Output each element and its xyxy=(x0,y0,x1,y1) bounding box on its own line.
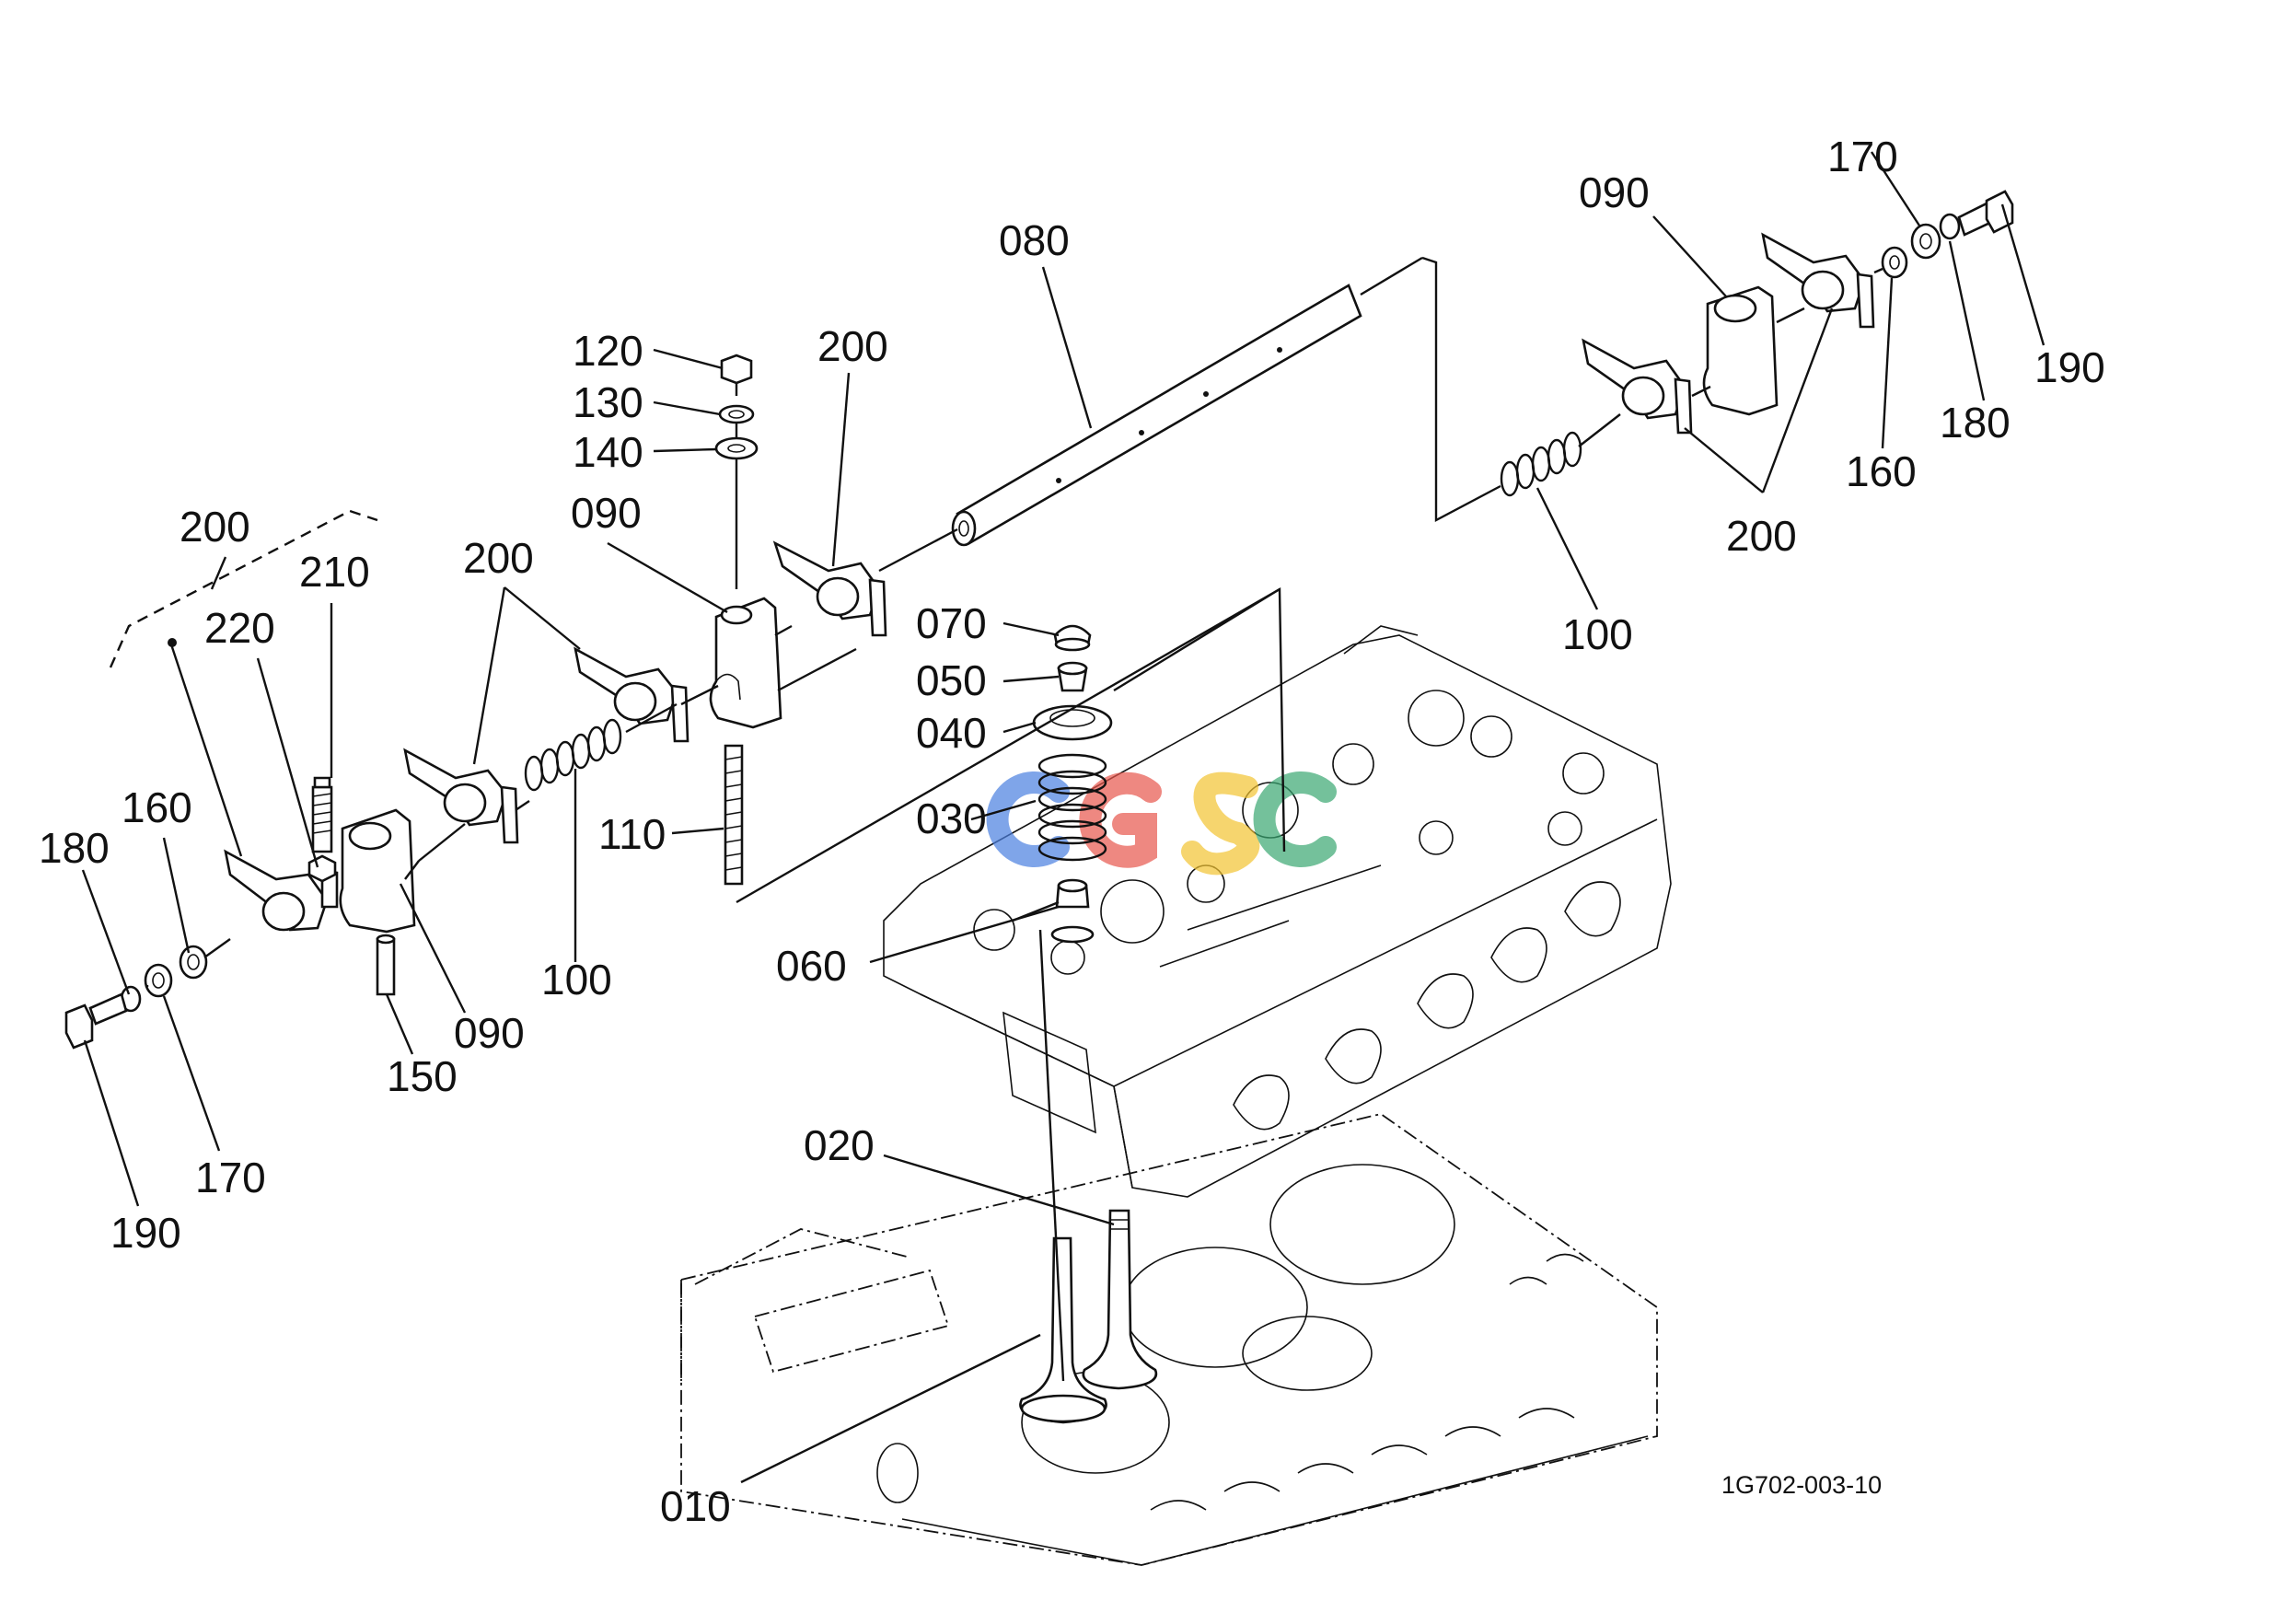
rocker-arm-200-top xyxy=(772,540,887,637)
watermark-letter-4 xyxy=(1253,771,1337,867)
part-labels: 010 020 030 040 050 060 070 080 090 090 … xyxy=(39,133,2105,1530)
rocker-arm-200-mid xyxy=(574,646,690,743)
label-050: 050 xyxy=(916,656,987,704)
label-180-left: 180 xyxy=(39,824,110,872)
spring-100-left xyxy=(524,718,622,792)
label-200-right-pair: 200 xyxy=(1726,512,1797,560)
label-170-right: 170 xyxy=(1827,133,1898,180)
rocker-bracket-left-090 xyxy=(339,808,416,934)
bolt-190-left xyxy=(64,992,128,1050)
pin-150 xyxy=(376,934,396,996)
label-160-left: 160 xyxy=(122,783,192,831)
label-120: 120 xyxy=(573,327,643,375)
watermark-letter-1 xyxy=(986,771,1070,867)
adjusting-screw-210 xyxy=(311,776,333,853)
valve-stem-seal-060 xyxy=(1050,878,1095,944)
watermark-letter-3 xyxy=(1181,771,1260,876)
label-210: 210 xyxy=(299,548,370,596)
leader-lines xyxy=(81,151,2045,1484)
label-090-left: 090 xyxy=(454,1009,525,1057)
assembly-lines xyxy=(109,256,1883,987)
valve-010 xyxy=(1019,1236,1107,1424)
label-100-right: 100 xyxy=(1562,610,1633,658)
washer-140 xyxy=(714,436,759,460)
label-040: 040 xyxy=(916,709,987,757)
label-070: 070 xyxy=(916,599,987,647)
label-190-left: 190 xyxy=(110,1209,181,1257)
washer-170-left xyxy=(144,963,173,998)
rocker-arm-200-right-a xyxy=(1582,338,1693,435)
label-220: 220 xyxy=(204,604,275,652)
rocker-shaft-080 xyxy=(951,284,1362,547)
spring-100-right xyxy=(1500,431,1582,497)
rocker-arm-200-right-b xyxy=(1761,232,1875,329)
drawing-code: 1G702-003-10 xyxy=(1721,1471,1882,1499)
washer-160-left xyxy=(179,945,208,980)
label-140: 140 xyxy=(573,428,643,476)
valve-020 xyxy=(1082,1209,1158,1390)
label-170-left: 170 xyxy=(195,1154,266,1201)
label-130: 130 xyxy=(573,378,643,426)
washer-130 xyxy=(718,404,755,424)
label-190-right: 190 xyxy=(2034,343,2105,391)
label-200-center: 200 xyxy=(817,322,888,370)
bolt-190-right xyxy=(1957,190,2014,237)
label-200-assembly: 200 xyxy=(180,503,250,551)
spring-retainer-040 xyxy=(1032,704,1113,741)
stud-110 xyxy=(724,744,744,886)
label-110: 110 xyxy=(598,810,666,858)
spring-washer-180-right xyxy=(1939,213,1961,240)
label-090-center: 090 xyxy=(571,489,642,537)
rocker-arm-200-low xyxy=(403,748,519,844)
nut-120 xyxy=(720,354,753,385)
valve-spring-030 xyxy=(1037,753,1107,862)
label-150: 150 xyxy=(387,1052,458,1100)
label-080: 080 xyxy=(999,216,1070,264)
label-100-left: 100 xyxy=(541,956,612,1003)
label-020: 020 xyxy=(804,1121,875,1169)
label-200-left-pair: 200 xyxy=(463,534,534,582)
lock-nut-220 xyxy=(307,854,337,883)
label-030: 030 xyxy=(916,795,987,842)
label-060: 060 xyxy=(776,942,847,990)
label-090-right: 090 xyxy=(1579,168,1650,216)
rocker-bracket-center-090 xyxy=(709,597,782,729)
label-180-right: 180 xyxy=(1940,399,2011,447)
washer-160-right xyxy=(1881,246,1908,279)
cylinder-block xyxy=(680,1113,1658,1566)
label-160-right: 160 xyxy=(1846,447,1917,495)
washer-170-right xyxy=(1910,223,1941,260)
collet-050 xyxy=(1057,661,1088,692)
rocker-arm-200-left-assembly xyxy=(224,849,339,932)
valve-cap-070 xyxy=(1053,624,1092,652)
label-010: 010 xyxy=(660,1482,731,1530)
watermark-letter-2 xyxy=(1079,771,1162,868)
rocker-bracket-right-090 xyxy=(1702,285,1779,416)
cylinder-head xyxy=(883,625,1672,1198)
